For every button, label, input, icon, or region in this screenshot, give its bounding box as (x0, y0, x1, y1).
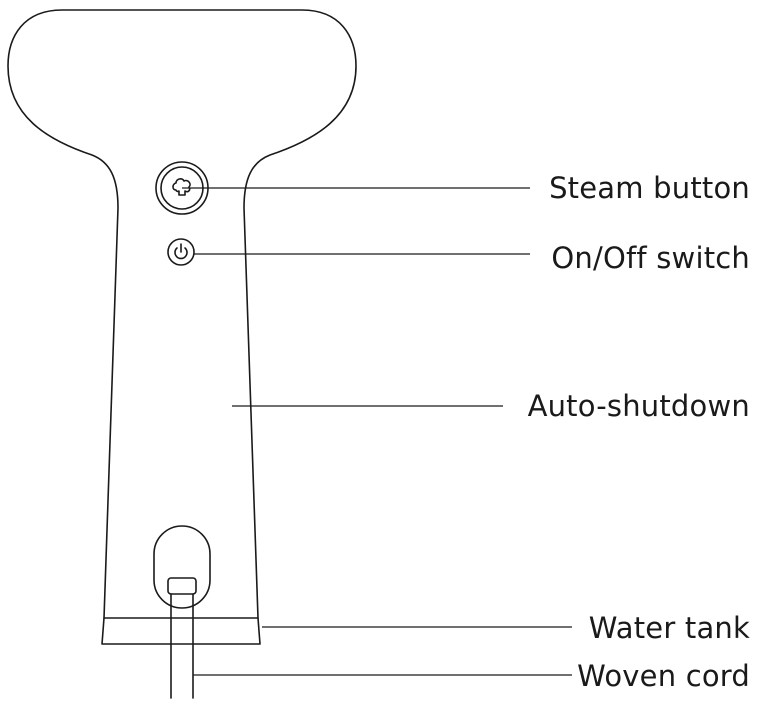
steam-button-label: Steam button (549, 171, 750, 205)
auto-shutdown-label: Auto-shutdown (528, 389, 750, 423)
on-off-switch (167, 238, 195, 266)
water-tank-label: Water tank (589, 611, 750, 645)
cord-strain-relief (153, 525, 211, 609)
water-tank-outline (101, 617, 261, 645)
steamer-body-outline (7, 9, 357, 619)
woven-cord-label: Woven cord (577, 659, 750, 693)
steam-icon (172, 178, 191, 196)
cord-connector (167, 577, 197, 595)
power-icon (174, 243, 188, 260)
on-off-switch-label: On/Off switch (551, 241, 750, 275)
